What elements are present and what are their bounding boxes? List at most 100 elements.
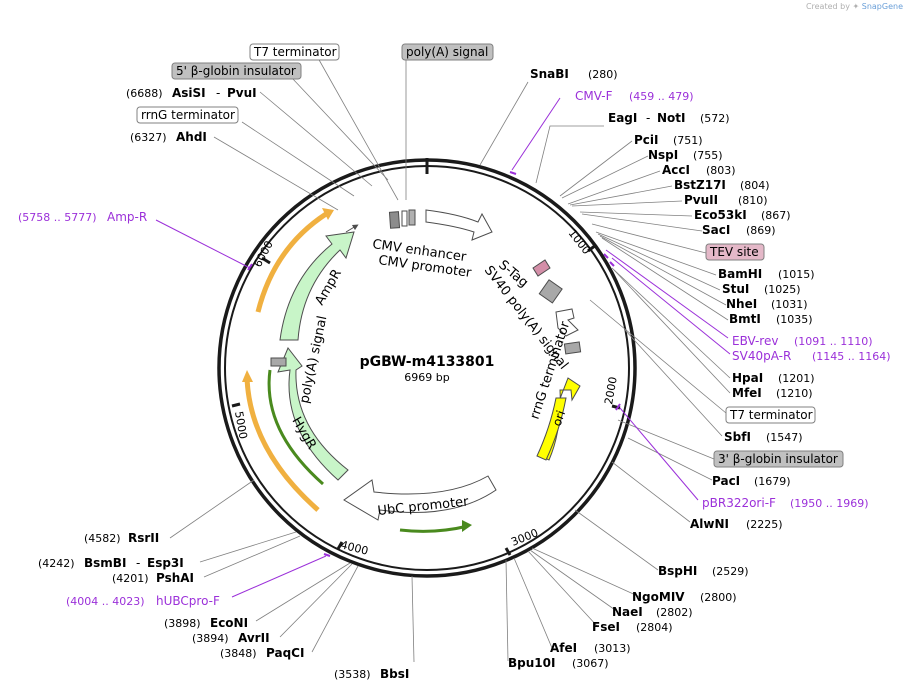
enzyme-label: NgoMIV [632,590,685,604]
primer-label: hUBCpro-F [156,594,220,608]
enzyme-position: (4201) [112,572,149,585]
ring-tick-mark [587,243,597,253]
leader-line [535,125,604,184]
cmv-small-box [388,211,401,229]
primer-line [511,97,561,171]
enzyme-position: (803) [706,164,736,177]
polya-inner-label: poly(A) signal [297,315,330,405]
primer-labels: CMV-F (459 .. 479) EBV-rev (1091 .. 1110… [18,89,891,608]
primer-line [605,249,729,339]
enzyme-label: BspHI [658,564,697,578]
hubcpro-green-arrow [399,524,469,533]
enzyme-label: MfeI [732,386,762,400]
ampr-feature [279,231,355,341]
enzyme-dash: - [646,111,650,125]
enzyme-label: Esp3I [147,556,184,570]
ampr-orange-arrow [255,211,328,313]
ring-tick-mark [261,256,271,265]
t7-top-label: T7 terminator [253,45,337,59]
enzyme-label: SacI [702,223,730,237]
enzyme-label: Bpu10I [508,656,555,670]
enzyme-position: (1210) [776,387,813,400]
ring-tick-mark [504,547,512,556]
box-t7-top [249,43,340,61]
watermark-created-by: Created by [805,2,850,11]
leader-line [199,531,297,563]
leader-line [203,535,301,578]
leader-line [529,549,619,613]
enzyme-label: EcoNI [210,616,248,630]
boxed-labels: T7 terminator poly(A) signal 5' β-globin… [136,43,844,468]
enzyme-position: (804) [740,179,770,192]
enzyme-dash: - [216,86,220,100]
enzyme-label: AhdI [176,130,207,144]
leader-line [567,170,661,205]
enzyme-label: BmtI [729,312,761,326]
enzyme-position: (751) [673,134,703,147]
leader-line [479,81,529,166]
watermark-brand: SnapGene [861,2,903,11]
enzyme-dash: - [136,556,140,570]
enzyme-label: HpaI [732,371,763,385]
enzyme-position: (6327) [130,131,167,144]
box-tev [705,243,765,261]
box-globin-5 [171,62,302,80]
snapgene-watermark: Created by ✦ SnapGene [806,2,903,11]
primer-tick [247,263,253,271]
ring-tick-label: 4000 [339,538,369,557]
primer-range: (459 .. 479) [629,90,694,103]
enzyme-position: (572) [700,112,730,125]
rrng-top-label: rrnG terminator [141,108,235,122]
enzyme-position: (3894) [192,632,229,645]
enzyme-position: (867) [761,209,791,222]
hygr-green-arrow [267,369,324,486]
hygr-label: HygR [289,415,319,453]
box-t7-right [725,406,816,424]
enzyme-position: (3848) [220,647,257,660]
box-rrng-top [136,106,239,124]
polya-top-label: poly(A) signal [406,45,488,59]
enzyme-label: NspI [648,148,678,162]
enzyme-label: BbsI [380,667,409,681]
enzyme-position: (869) [746,224,776,237]
enzyme-position: (3067) [572,657,609,670]
leader-line [617,419,715,460]
enzyme-label: AfeI [550,641,577,655]
ring-tick-label: 1000 [566,227,593,257]
enzyme-position: (3898) [164,617,201,630]
leader-line [613,269,731,394]
leader-line [241,121,355,197]
leader-line [279,563,353,638]
enzyme-position: (3013) [594,642,631,655]
enzyme-position: (280) [588,68,618,81]
enzyme-position: (1031) [771,298,808,311]
leader-line [411,575,415,663]
primer-label: Amp-R [107,210,147,224]
primer-line [155,219,251,269]
enzyme-position: (4242) [38,557,75,570]
plasmid-size: 6969 bp [404,371,449,384]
leader-line [581,213,703,232]
enzyme-label: StuI [722,282,749,296]
enzyme-label: AsiSI [172,86,206,100]
leader-line [595,231,717,276]
primer-tick [615,403,621,411]
small-gray-feature [563,341,582,355]
enzyme-position: (1547) [766,431,803,444]
ampr-orange-arrowhead [322,208,334,220]
box-globin-3 [713,450,844,468]
enzyme-label: PvuII [684,193,718,207]
primer-tick [609,261,615,267]
globin-3-label: 3' β-globin insulator [718,452,838,466]
enzyme-label: BamHI [718,267,762,281]
leader-line [597,233,721,291]
leader-line [591,223,707,254]
hygr-orange-arrow [244,377,320,512]
enzyme-label: RsrII [128,531,159,545]
enzyme-label: NaeI [612,605,643,619]
enzyme-position: (1679) [754,475,791,488]
t7-right-label: T7 terminator [729,408,813,422]
leader-line [311,565,359,653]
primer-ticks [247,171,621,557]
